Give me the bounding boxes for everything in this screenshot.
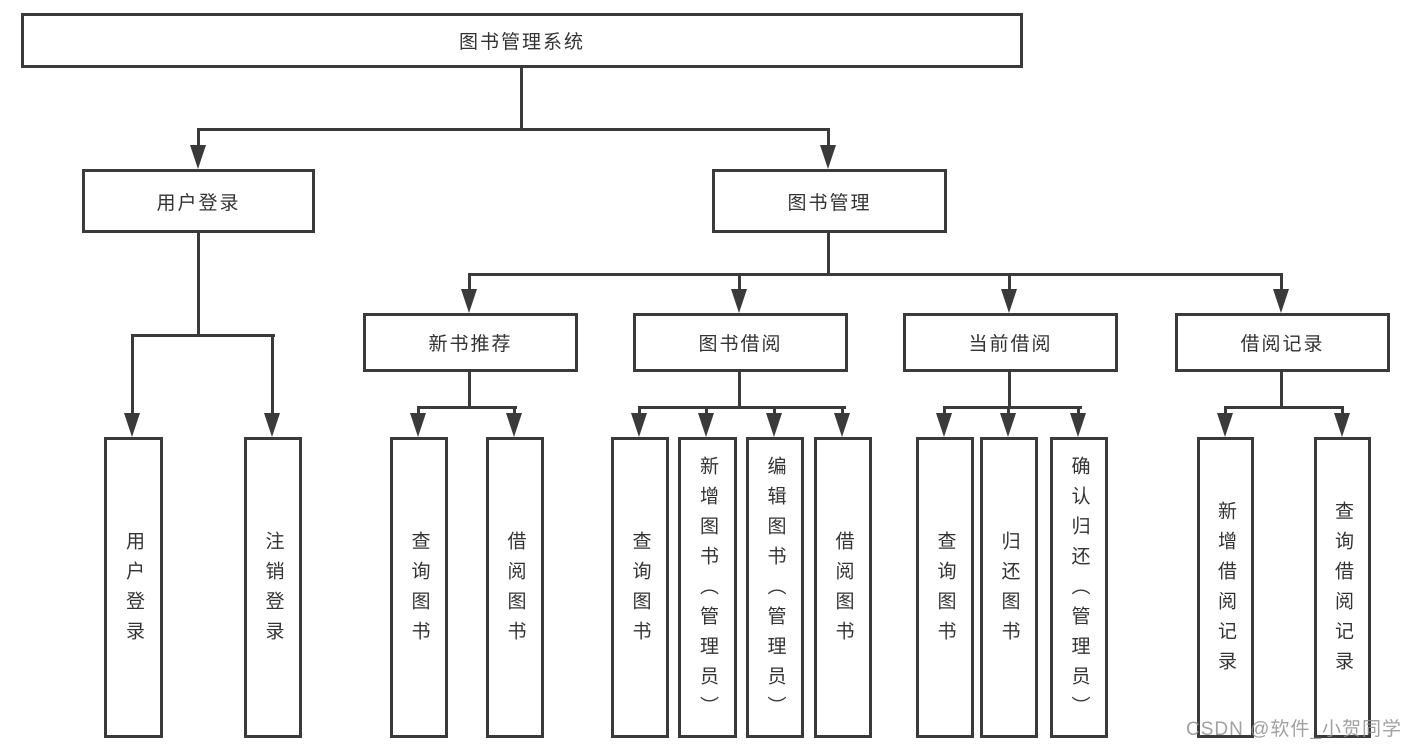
connector-records-feed — [1280, 372, 1283, 406]
leaf-user-login: 用户登录 — [104, 437, 163, 738]
csdn-watermark: CSDN @软件_小贺同学 — [1186, 719, 1402, 740]
arrow-down-leaf-add-book — [698, 406, 714, 437]
leaf-confirm-return-admin: 确认归还（管理员） — [1050, 437, 1108, 738]
connector-rail-records — [1224, 406, 1344, 409]
connector-user-login-feed — [197, 233, 200, 334]
leaf-query-books-current: 查询图书 — [916, 437, 974, 738]
node-root-system: 图书管理系统 — [21, 13, 1023, 68]
node-current-borrowing: 当前借阅 — [903, 313, 1118, 372]
arrow-down-to-current — [1001, 273, 1017, 313]
arrow-down-leaf-add-record — [1217, 406, 1233, 437]
arrow-down-to-leaf-logout — [264, 334, 280, 437]
connector-rail-user-login — [131, 334, 275, 337]
leaf-edit-book-admin: 编辑图书（管理员） — [746, 437, 804, 738]
arrow-down-leaf-query-recommend — [410, 406, 426, 437]
leaf-logout: 注销登录 — [244, 437, 302, 738]
connector-root-feed — [520, 68, 523, 128]
node-book-management: 图书管理 — [712, 169, 947, 233]
arrow-down-leaf-confirm-return — [1070, 406, 1086, 437]
connector-book-mgmt-feed — [827, 233, 830, 273]
leaf-return-book: 归还图书 — [980, 437, 1038, 738]
connector-recommend-feed — [468, 372, 471, 406]
leaf-add-book-admin: 新增图书（管理员） — [678, 437, 737, 738]
leaf-query-books-borrowing: 查询图书 — [611, 437, 669, 738]
connector-borrowing-feed — [738, 372, 741, 406]
leaf-borrow-books-recommend: 借阅图书 — [486, 437, 544, 738]
arrow-down-to-records — [1273, 273, 1289, 313]
leaf-borrow-books-borrowing: 借阅图书 — [814, 437, 872, 738]
arrow-down-leaf-query-borrowing — [631, 406, 647, 437]
leaf-query-books-recommend: 查询图书 — [390, 437, 448, 738]
arrow-down-to-recommend — [461, 273, 477, 313]
arrow-down-to-user-login — [190, 128, 206, 169]
arrow-down-leaf-query-record — [1334, 406, 1350, 437]
arrow-down-leaf-return-book — [1000, 406, 1016, 437]
connector-rail-borrowing — [638, 406, 846, 409]
leaf-query-borrow-record: 查询借阅记录 — [1314, 437, 1371, 738]
connector-rail-current — [943, 406, 1082, 409]
connector-current-feed — [1008, 372, 1011, 406]
arrow-down-leaf-edit-book — [766, 406, 782, 437]
arrow-down-to-book-mgmt — [820, 128, 836, 169]
arrow-down-leaf-query-current — [936, 406, 952, 437]
arrow-down-to-leaf-login — [124, 334, 140, 437]
arrow-down-to-borrowing — [731, 273, 747, 313]
arrow-down-leaf-borrow-borrowing — [834, 406, 850, 437]
leaf-add-borrow-record: 新增借阅记录 — [1197, 437, 1254, 738]
node-user-login: 用户登录 — [82, 169, 315, 233]
connector-rail-level3 — [468, 273, 1283, 276]
connector-rail-recommend — [417, 406, 517, 409]
node-book-borrowing: 图书借阅 — [633, 313, 848, 372]
node-new-book-recommend: 新书推荐 — [363, 313, 578, 372]
connector-rail-level2 — [197, 128, 830, 131]
node-borrow-records: 借阅记录 — [1175, 313, 1390, 372]
arrow-down-leaf-borrow-recommend — [506, 406, 522, 437]
